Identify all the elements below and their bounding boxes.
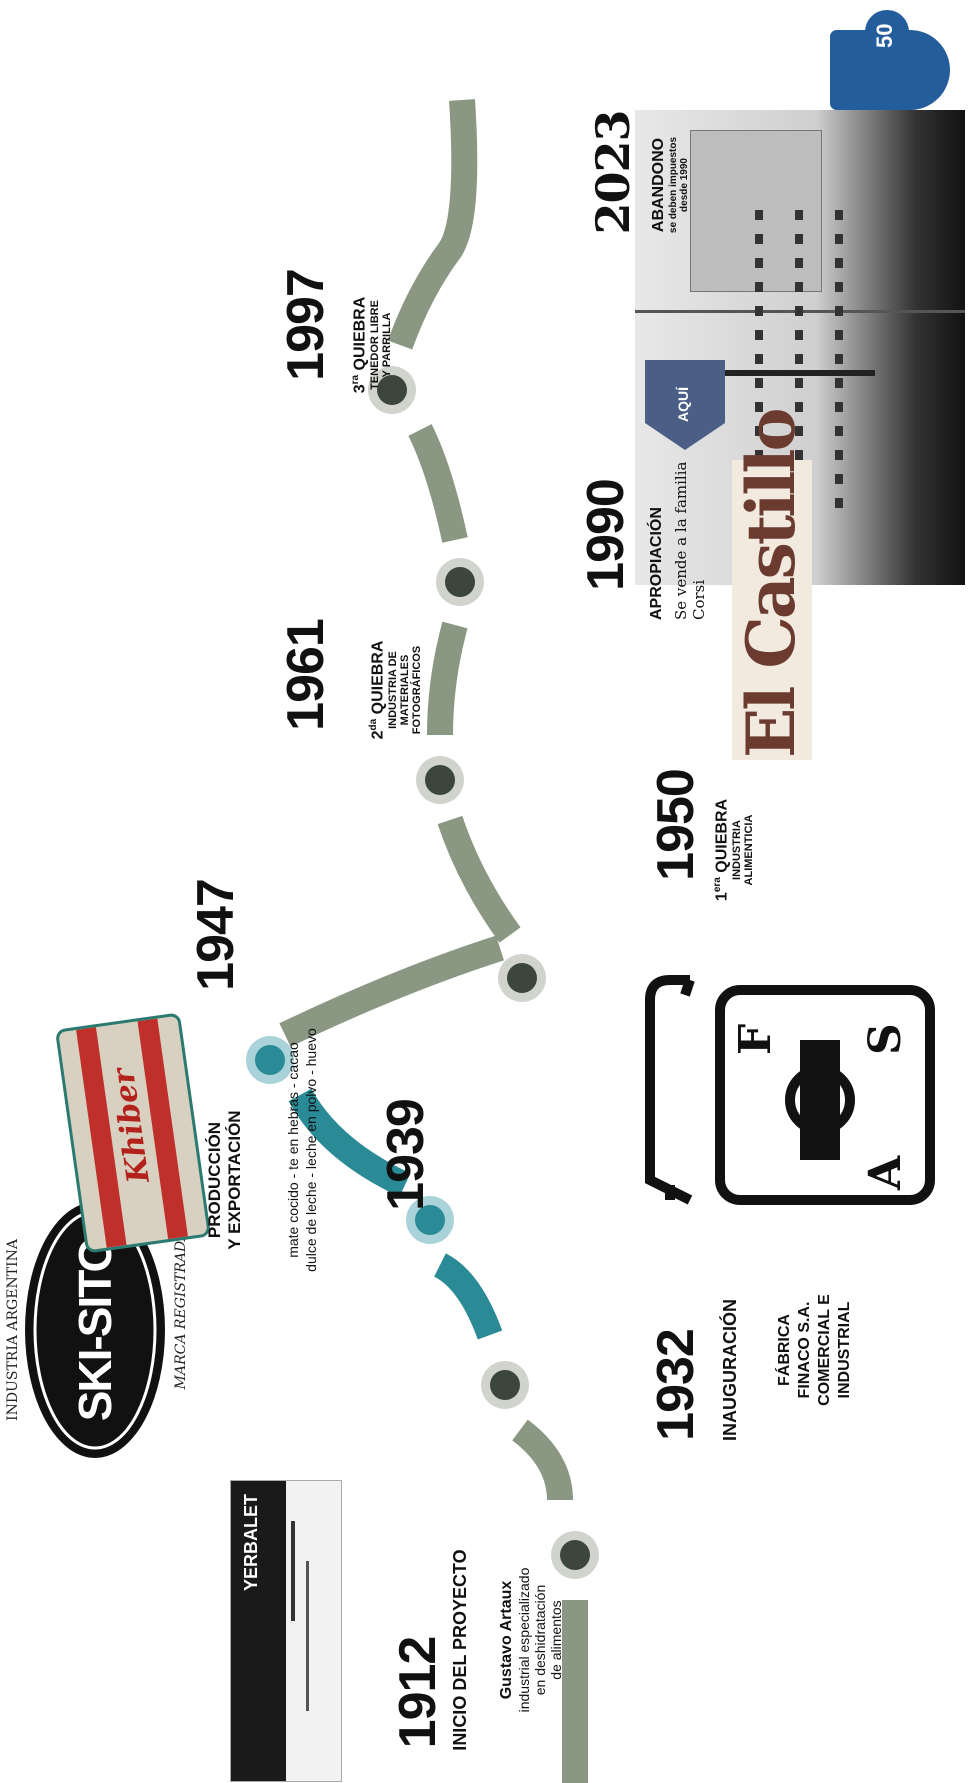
node-1932 (481, 1361, 529, 1409)
event-1961-title: 2da QUIEBRA INDUSTRIA DE MATERIALES FOTO… (368, 640, 424, 740)
stamp-letter-a: A (860, 1155, 911, 1191)
event-1932-year: 1932 (647, 1329, 705, 1441)
event-1997-year: 1997 (277, 269, 335, 381)
node-1912 (551, 1531, 599, 1579)
node-dot-1939 (415, 1205, 445, 1235)
skisito-main-text: SKI-SITO (69, 1239, 121, 1422)
event-1912-title: INICIO DEL PROYECTO (450, 1549, 470, 1751)
finaco-stamp-logo: F S A (645, 975, 935, 1205)
segment-1939-1947 (288, 1088, 411, 1197)
node-1990 (436, 558, 484, 606)
segment-1947-1950 (279, 935, 504, 1047)
stamp-letter-s: S (860, 1023, 911, 1055)
event-1912-description: Gustavo Artaux industrial especializado … (498, 1505, 564, 1775)
event-2023-year: 2023 (586, 110, 640, 235)
event-1947-year: 1947 (187, 879, 245, 991)
stamp-letter-f: F (730, 1024, 781, 1055)
node-dot-1932 (490, 1370, 520, 1400)
el-castillo-logo: El Castillo (732, 410, 812, 760)
event-1950-year: 1950 (647, 769, 705, 881)
skisito-bottom-text: MARCA REGISTRADA (173, 1231, 185, 1391)
event-1947-title: PRODUCCIÓN Y EXPORTACIÓN (205, 1110, 245, 1250)
event-1912-label: 1912 (389, 1605, 447, 1780)
event-2023-title: ABANDONO se deben impuestos desde 1990 (650, 136, 690, 234)
timeline-segments (279, 99, 588, 1783)
event-1961-year: 1961 (277, 619, 335, 731)
yerbalet-label: YERBALET (241, 1493, 261, 1591)
node-dot-1997 (377, 375, 407, 405)
event-1990-year: 1990 (577, 479, 635, 591)
node-dot-1990 (445, 567, 475, 597)
segment-1961-1990 (427, 621, 468, 736)
yerbalet-photo: YERBALET (230, 1480, 342, 1782)
event-1990-title: APROPIACIÓN (648, 507, 665, 620)
node-1997 (368, 366, 416, 414)
node-dot-1950 (507, 963, 537, 993)
node-1947 (246, 1036, 294, 1084)
aqui-label: AQUÍ (675, 387, 691, 422)
node-1939 (406, 1196, 454, 1244)
event-1932-description: FÁBRICA FINACO S.A. COMERCIAL E INDUSTRI… (776, 1294, 853, 1406)
node-dot-1961 (425, 765, 455, 795)
segment-1997-2023 (387, 99, 478, 350)
event-1997-title: 3ra QUIEBRA TENEDOR LIBRE Y PARRILLA (350, 296, 394, 394)
timeline-nodes (246, 366, 599, 1579)
event-1932-title: INAUGURACIÓN (720, 1299, 740, 1441)
event-1939-year: 1939 (377, 1099, 435, 1211)
el-castillo-label: El Castillo (732, 410, 810, 758)
event-1950-title: 1era QUIEBRA INDUSTRIA ALIMENTICIA (712, 798, 756, 902)
segment-1950-1961 (437, 815, 521, 943)
event-1990-description: Se vende a la familia Corsi (672, 461, 708, 620)
event-1912-year: 1912 (389, 1636, 447, 1749)
badge-number: 50 (872, 23, 897, 48)
event-1912-person: Gustavo Artaux (498, 1580, 515, 1700)
segment-1912-1932 (511, 1419, 573, 1501)
node-1961 (416, 756, 464, 804)
segment-1932-1939 (433, 1253, 503, 1340)
skisito-top-text: INDUSTRIA ARGENTINA (5, 1238, 21, 1421)
node-dot-1912 (560, 1540, 590, 1570)
segment-1990-1997 (408, 424, 468, 543)
node-dot-1947 (255, 1045, 285, 1075)
anniversary-badge: 50 (820, 10, 960, 120)
event-1947-description: mate cocido - te en hebras - cacao dulce… (285, 1028, 319, 1272)
node-1950 (498, 954, 546, 1002)
